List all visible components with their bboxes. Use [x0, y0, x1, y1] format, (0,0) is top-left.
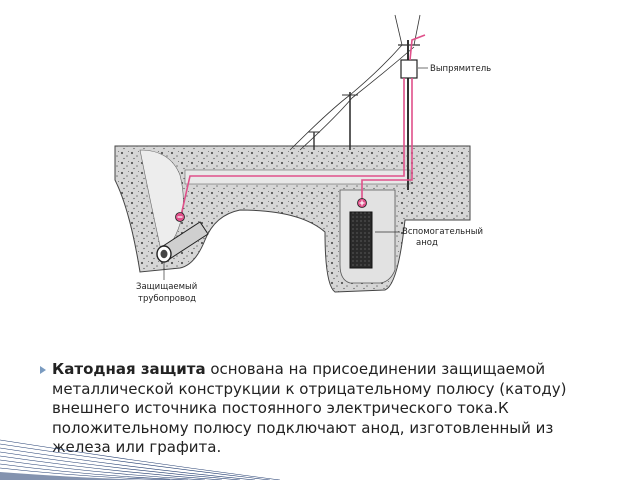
auxiliary-anode: [349, 211, 373, 269]
pipeline-label-line1: Защищаемый: [136, 282, 197, 292]
bullet-marker-icon: [40, 366, 46, 374]
bullet-text: Катодная защита основана на присоединени…: [52, 360, 600, 458]
content-bullet: Катодная защита основана на присоединени…: [40, 360, 600, 458]
protected-pipeline: [156, 221, 209, 263]
soil-ground: [114, 145, 471, 293]
connection-wires: [179, 34, 426, 221]
leader-lines: [163, 67, 428, 280]
cathodic-protection-diagram: Выпрямитель Вспомогательный анод Защищае…: [114, 14, 491, 304]
pipeline-label-line2: трубопровод: [138, 294, 196, 304]
rectifier-label: Выпрямитель: [430, 64, 491, 74]
anode-label-line2: анод: [416, 238, 438, 248]
positive-terminal-marker: [357, 198, 367, 208]
rectifier-box: [400, 59, 418, 79]
bold-term: Катодная защита: [52, 360, 206, 378]
negative-terminal-marker: [175, 212, 185, 222]
anode-label-line1: Вспомогательный: [402, 227, 483, 237]
